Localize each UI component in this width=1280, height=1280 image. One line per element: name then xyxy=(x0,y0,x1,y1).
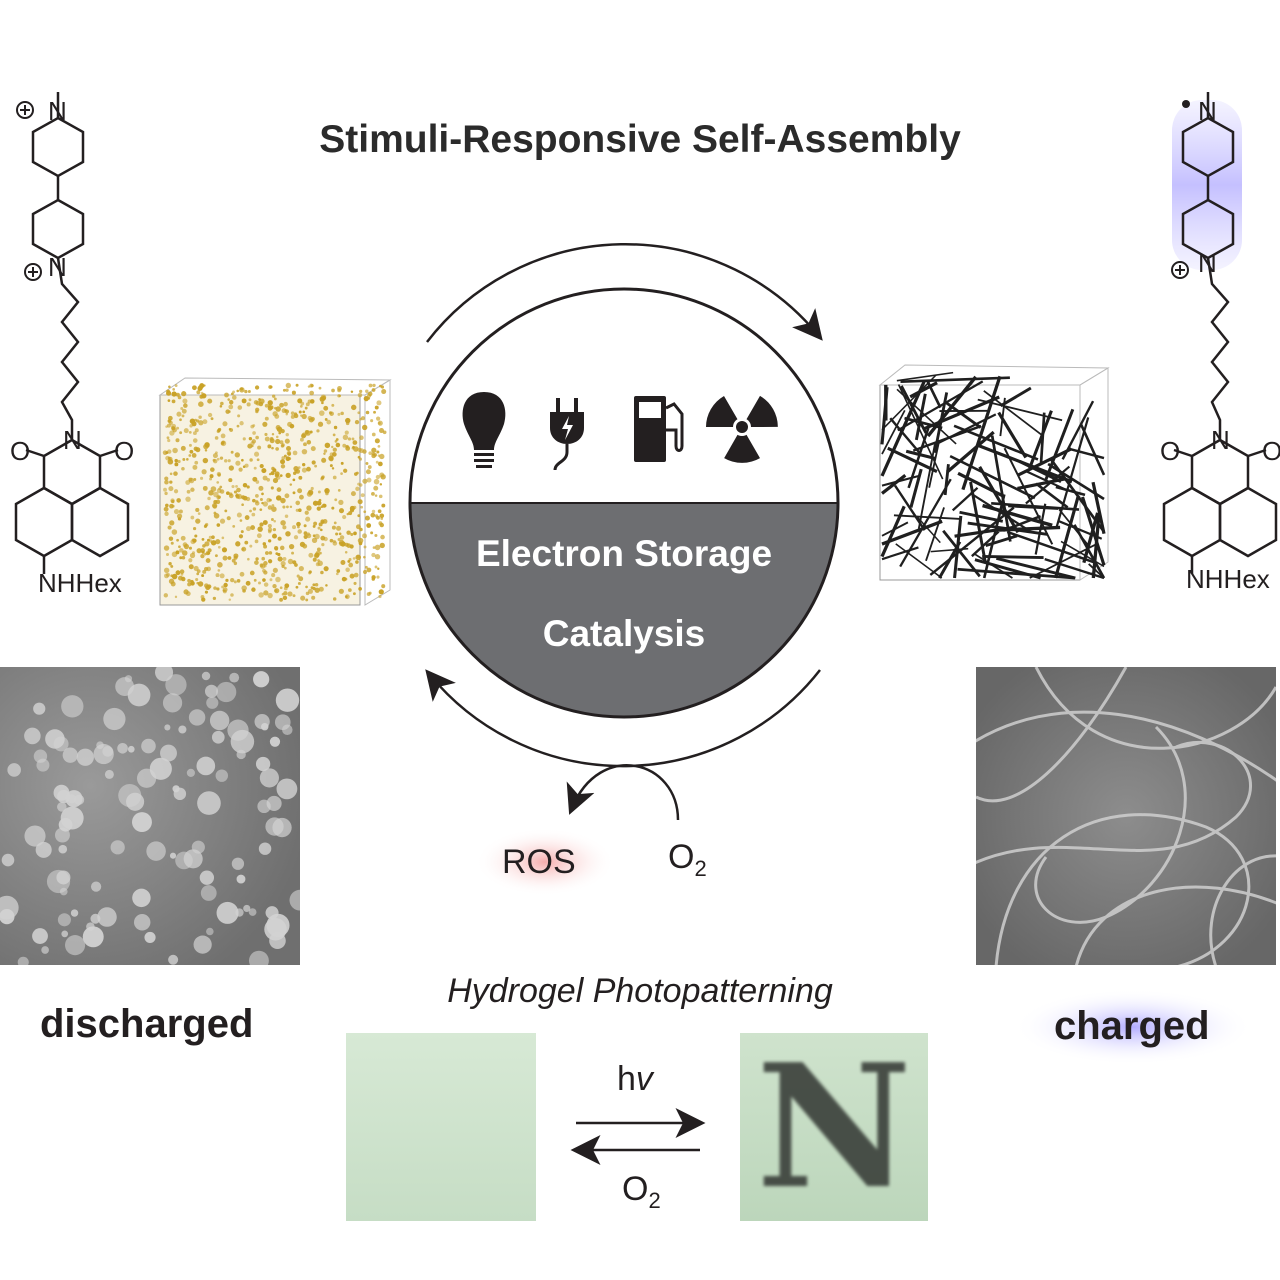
figure-title: Stimuli-Responsive Self-Assembly xyxy=(319,118,961,161)
charged-highlight xyxy=(1013,989,1253,1065)
micelle-micrograph xyxy=(0,667,300,965)
discharged-molecule xyxy=(14,92,130,574)
substituent-label: NHHex xyxy=(1186,564,1270,594)
charged-molecule xyxy=(1162,92,1278,574)
charged-label: charged xyxy=(1054,1004,1210,1048)
radiation-icon xyxy=(706,395,778,463)
substituent-label: NHHex xyxy=(38,568,122,598)
circle-line-1: Electron Storage xyxy=(475,533,773,574)
fiber-micrograph xyxy=(976,667,1276,965)
ros-highlight xyxy=(475,828,615,896)
oxygen-to-ros-arrow xyxy=(566,764,680,821)
micelle-simulation-box xyxy=(158,377,392,606)
hydrogel-unpatterned xyxy=(346,1033,536,1221)
carbonyl-oxygen-label: O xyxy=(10,436,31,466)
fiber-simulation-box xyxy=(878,364,1110,581)
light-stimulus-label: hv xyxy=(617,1060,653,1098)
pyridinium-nitrogen-label: N xyxy=(48,96,67,126)
carbonyl-oxygen-label: O xyxy=(1262,436,1280,466)
photopatterning-caption: Hydrogel Photopatterning xyxy=(447,972,833,1010)
positive-charge-icon xyxy=(24,263,42,281)
circle-line-2: Catalysis xyxy=(542,613,706,654)
radical-dot-icon xyxy=(1182,100,1190,108)
charge-arrow xyxy=(426,243,823,343)
carbonyl-oxygen-label: O xyxy=(114,436,135,466)
imide-nitrogen-label: N xyxy=(63,425,82,455)
imide-nitrogen-label: N xyxy=(1211,425,1230,455)
pyridinium-nitrogen-label: N xyxy=(1198,96,1217,126)
oxygen-label: O2 xyxy=(668,838,707,881)
power-plug-icon xyxy=(550,398,584,471)
pyridinium-nitrogen-label: N xyxy=(48,252,67,282)
carbonyl-oxygen-label: O xyxy=(1160,436,1181,466)
hydrogel-patterned: N xyxy=(740,1033,928,1221)
positive-charge-icon xyxy=(1171,261,1189,279)
fuel-pump-icon xyxy=(634,396,684,462)
ros-label: ROS xyxy=(502,843,576,881)
discharged-label: discharged xyxy=(40,1002,254,1046)
pattern-letter: N xyxy=(756,1033,912,1221)
oxygen-stimulus-label: O2 xyxy=(622,1170,661,1213)
pyridinium-nitrogen-label: N xyxy=(1198,248,1217,278)
positive-charge-icon xyxy=(16,101,34,119)
light-bulb-icon xyxy=(462,392,506,468)
